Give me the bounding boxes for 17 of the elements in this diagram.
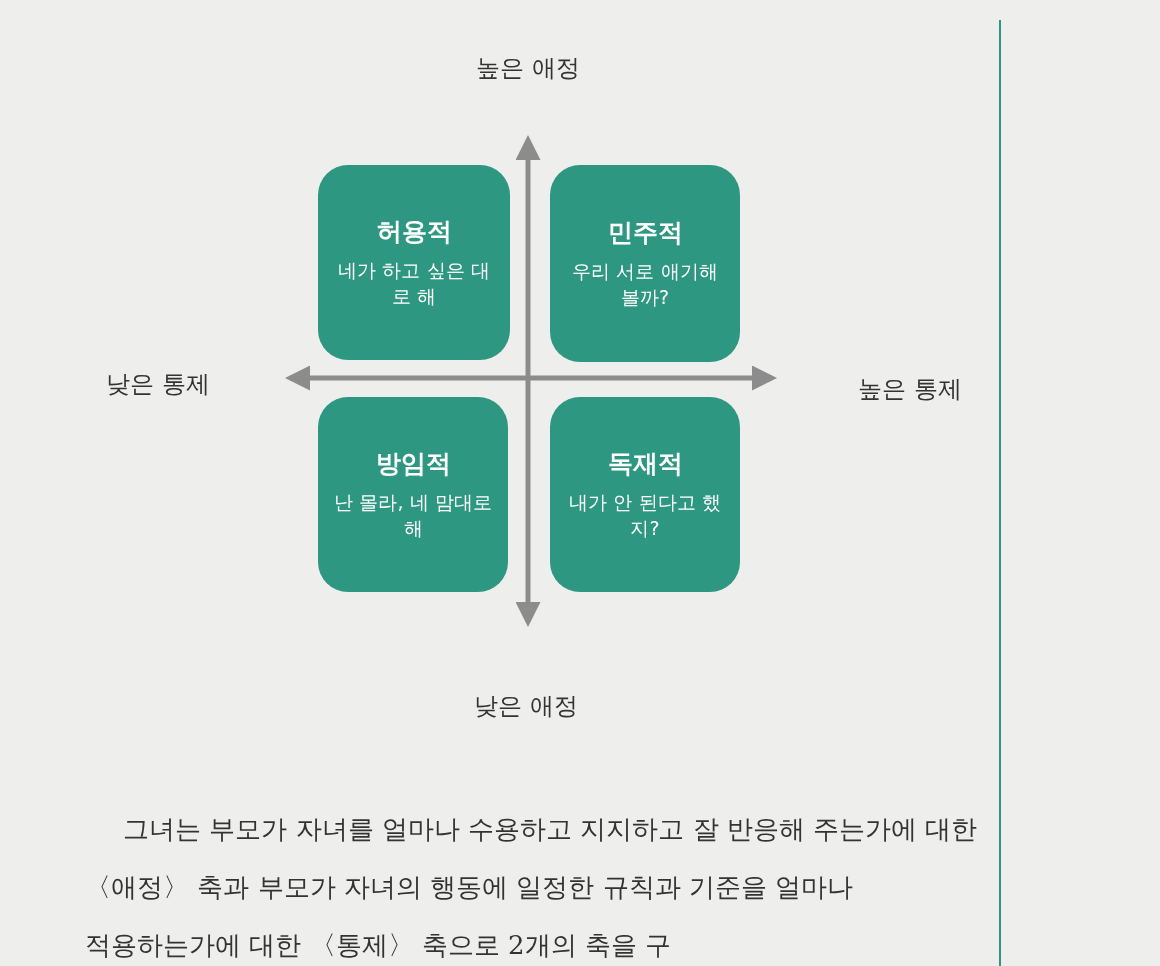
quadrant-quote: 내가 안 된다고 했지? <box>568 490 722 541</box>
body-paragraph: 그녀는 부모가 자녀를 얼마나 수용하고 지지하고 잘 반응해 주는가에 대한 〈애정〉 축과 부모가 자녀의 행동에 일정한 규칙과 기준을 얼마나 적용하는가에 대한 〈통제〉 축으로 2개의 축을 구 <box>85 813 979 962</box>
quadrant-title: 방임적 <box>375 448 451 481</box>
axis-label: 낮은 통제 <box>106 369 210 400</box>
quadrant-box <box>550 165 740 362</box>
quadrant-quote: 난 몰라, 네 맘대로 해 <box>333 490 493 541</box>
quadrant-box <box>318 165 510 360</box>
quadrant-title: 허용적 <box>376 216 452 249</box>
axis-label: 낮은 애정 <box>474 691 578 722</box>
axis-label: 높은 통제 <box>858 374 962 405</box>
axis-label: 높은 애정 <box>476 53 580 84</box>
quadrant-box <box>550 397 740 592</box>
quadrant-title: 민주적 <box>607 217 683 250</box>
quadrant-box <box>318 397 508 592</box>
quadrant-quote: 우리 서로 애기해 볼까? <box>571 259 719 310</box>
quadrant-title: 독재적 <box>607 448 683 481</box>
quadrant-quote: 네가 하고 싶은 대로 해 <box>337 258 491 309</box>
